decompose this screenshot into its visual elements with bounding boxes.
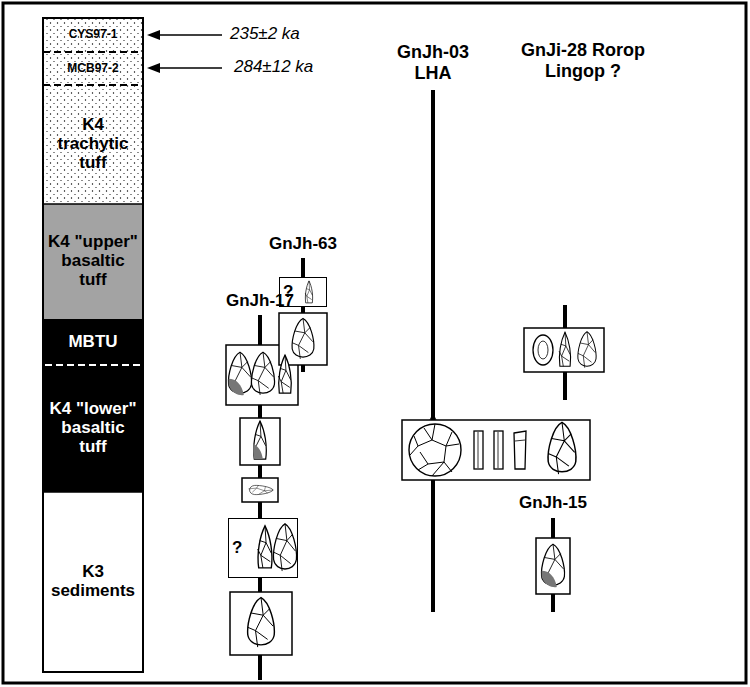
query-mark: ? <box>232 538 242 558</box>
stratum-band: K4 "upper" basaltic tuff <box>43 204 143 319</box>
site-label: GnJh-17 <box>215 291 305 311</box>
stratum-name: CYS97-1 <box>69 28 118 41</box>
site-label: GnJh-03 LHA <box>388 42 478 83</box>
stratum-name: MBTU <box>68 333 117 352</box>
stratum-name: MCB97-2 <box>67 62 118 75</box>
stratum-band: K4 trachytic tuff <box>43 85 143 204</box>
site-label: GnJh-63 <box>258 234 348 254</box>
age-label: 284±12 ka <box>234 57 362 77</box>
age-label: 235±2 ka <box>230 24 350 44</box>
stratum-name: K3 sediments <box>48 563 138 600</box>
site-label: GnJh-15 <box>508 493 598 513</box>
stratum-name: K4 "lower" basaltic tuff <box>48 400 138 456</box>
stratum-band: CYS97-1 <box>43 18 143 52</box>
stratum-name: K4 "upper" basaltic tuff <box>48 233 138 289</box>
stratum-band: MCB97-2 <box>43 52 143 85</box>
stratum-band: MBTU <box>43 319 143 365</box>
site-label: GnJi-28 Rorop Lingop ? <box>521 40 645 81</box>
stratum-band: K3 sediments <box>43 492 143 672</box>
stratum-name: K4 trachytic tuff <box>48 116 138 172</box>
stratum-band: K4 "lower" basaltic tuff <box>43 365 143 492</box>
artifact-box: ? <box>228 518 298 578</box>
